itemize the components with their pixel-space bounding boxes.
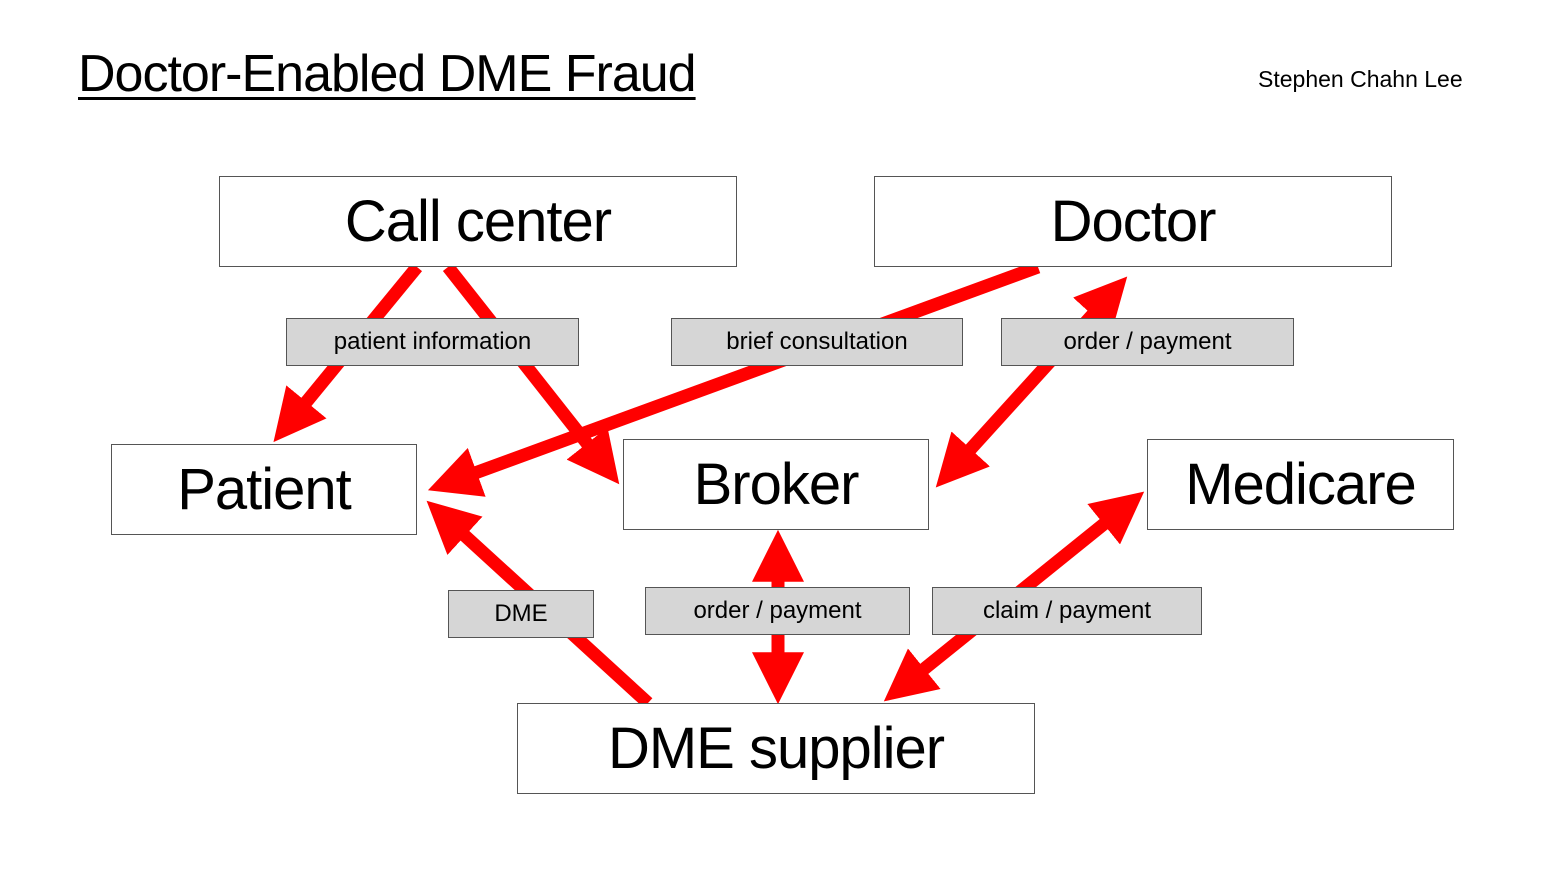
node-dme-supplier-label: DME supplier	[607, 716, 945, 781]
slide-title: Doctor-Enabled DME Fraud	[78, 45, 697, 103]
edge-label-text: order / payment	[693, 597, 862, 624]
node-broker-label: Broker	[693, 452, 860, 517]
edge-label-order-payment-bottom: order / payment	[645, 587, 910, 635]
node-doctor: Doctor	[874, 176, 1392, 267]
node-patient-label: Patient	[177, 457, 352, 522]
edge-label-text: order / payment	[1063, 328, 1232, 355]
node-patient: Patient	[111, 444, 417, 535]
node-call-center-label: Call center	[344, 189, 612, 254]
author-name: Stephen Chahn Lee	[1258, 66, 1463, 92]
node-call-center: Call center	[219, 176, 737, 267]
edge-label-brief-consultation: brief consultation	[671, 318, 963, 366]
edge-label-text: claim / payment	[982, 597, 1152, 624]
edge-label-patient-information: patient information	[286, 318, 579, 366]
edge-label-claim-payment: claim / payment	[932, 587, 1202, 635]
node-medicare-label: Medicare	[1185, 452, 1417, 517]
edge-label-text: patient information	[333, 328, 532, 355]
edge-label-text: brief consultation	[726, 328, 908, 355]
edge-label-dme: DME	[448, 590, 594, 638]
edge-label-text: DME	[494, 600, 548, 627]
node-broker: Broker	[623, 439, 929, 530]
edge-label-order-payment-top: order / payment	[1001, 318, 1294, 366]
node-medicare: Medicare	[1147, 439, 1454, 530]
node-doctor-label: Doctor	[1050, 189, 1217, 254]
node-dme-supplier: DME supplier	[517, 703, 1035, 794]
